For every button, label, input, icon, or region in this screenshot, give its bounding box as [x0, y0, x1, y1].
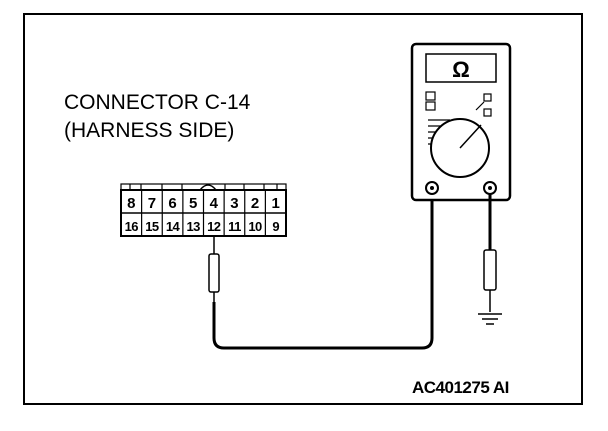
ohmmeter: Ω [410, 42, 512, 202]
connector-pin-dividers [141, 190, 266, 236]
connector-label-line2: (HARNESS SIDE) [64, 119, 234, 142]
connector-pin-6: 6 [168, 195, 176, 212]
figure-code: AC401275 AI [412, 378, 509, 397]
connector-pin-11: 11 [228, 219, 241, 234]
meter-button-bottom [425, 101, 436, 111]
connector-pin-15: 15 [145, 219, 159, 234]
connector-pin-4: 4 [210, 195, 219, 212]
connector-pin-5: 5 [189, 195, 197, 212]
connector-pin-3: 3 [230, 195, 238, 212]
connector-pin-9: 9 [272, 219, 279, 234]
ground-icon [478, 313, 502, 325]
connector-pin-12: 12 [207, 219, 221, 234]
meter-terminal-ohm-core [488, 186, 492, 190]
connector-pin-2: 2 [251, 195, 259, 212]
meter-indicator-2 [483, 108, 492, 117]
connector-pin-13: 13 [186, 219, 200, 234]
meter-indicator-1 [483, 93, 492, 102]
test-lead-wire [212, 196, 434, 350]
meter-dial-scale [475, 101, 485, 111]
ground-probe [483, 194, 497, 312]
figure-frame [23, 13, 583, 405]
connector-pin-16: 16 [125, 219, 139, 234]
meter-dial-pointer [459, 124, 482, 149]
connector-pin-1: 1 [272, 195, 280, 212]
connector-pin-14: 14 [166, 219, 181, 234]
connector-pins-bottom: 16 15 14 13 12 11 10 9 [125, 219, 280, 234]
test-probe-pin12 [208, 236, 220, 302]
meter-button-top [425, 91, 436, 101]
connector-pin-10: 10 [248, 219, 262, 234]
connector-label-line1: CONNECTOR C-14 [64, 91, 251, 114]
meter-display [425, 53, 497, 83]
connector-latch [199, 184, 217, 191]
ohm-symbol: Ω [452, 57, 470, 82]
connector-pin-8: 8 [127, 195, 135, 212]
meter-terminal-com-core [430, 186, 434, 190]
connector-pin-7: 7 [148, 195, 156, 212]
